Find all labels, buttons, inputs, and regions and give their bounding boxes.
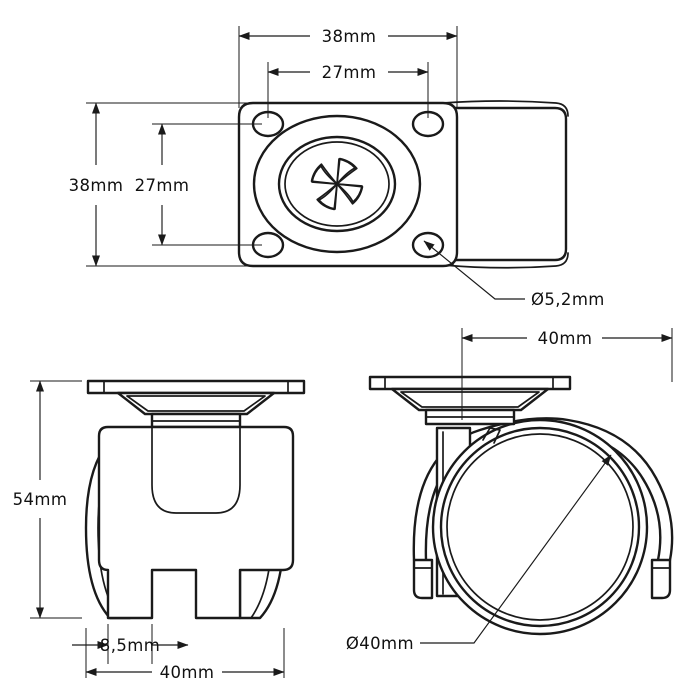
side-fork-arc-outer — [412, 417, 674, 562]
front-swivel-dome — [151, 426, 241, 514]
side-swivel-bracket — [390, 387, 550, 412]
dimension-front-gap: 8,5mm — [72, 636, 189, 655]
dimension-front-height: 54mm — [13, 380, 68, 619]
side-wheel-mid — [439, 426, 641, 628]
top-view-group: 38mm 27mm 38mm 27mm — [69, 26, 605, 309]
pinwheel-hub — [310, 157, 364, 211]
dimension-top-width: 38mm — [238, 27, 458, 46]
dimension-hole-spacing-vertical: 27mm — [135, 123, 190, 246]
swivel-race-inner — [284, 141, 390, 227]
dimension-left-height-label: 38mm — [69, 176, 124, 195]
dimension-left-height: 38mm — [69, 102, 124, 267]
side-top-plate — [368, 375, 572, 391]
dimension-side-width: 40mm — [461, 329, 673, 348]
top-view-wheel-housing — [441, 100, 569, 269]
dimension-hole-diameter: Ø5,2mm — [423, 240, 605, 309]
dimension-wheel-diameter: Ø40mm — [346, 454, 612, 653]
dimension-front-width-label: 40mm — [160, 663, 215, 682]
dimension-front-width: 40mm — [85, 663, 285, 682]
dimension-hole-spacing-vertical-label: 27mm — [135, 176, 190, 195]
side-wheel-hub-tab — [482, 427, 501, 444]
dimension-hole-spacing-horizontal-label: 27mm — [322, 63, 377, 82]
side-view-group: Ø40mm 40mm — [346, 328, 674, 653]
dimension-front-height-label: 54mm — [13, 490, 68, 509]
swivel-race-mid — [277, 135, 397, 233]
front-fork-body — [97, 425, 295, 620]
dimension-hole-diameter-label: Ø5,2mm — [531, 290, 605, 309]
dimension-side-width-label: 40mm — [538, 329, 593, 348]
swivel-race-outer — [252, 114, 422, 254]
front-top-plate — [86, 379, 306, 395]
side-wheel-inner — [446, 433, 634, 621]
front-view-group: 54mm 8,5mm 40mm — [13, 379, 306, 682]
side-wheel-outer — [431, 418, 649, 636]
dimension-hole-spacing-horizontal: 27mm — [267, 63, 429, 82]
dimension-top-width-label: 38mm — [322, 27, 377, 46]
dimension-wheel-diameter-label: Ø40mm — [346, 634, 414, 653]
dimension-front-gap-label: 8,5mm — [100, 636, 160, 655]
front-swivel-bracket — [116, 391, 276, 416]
